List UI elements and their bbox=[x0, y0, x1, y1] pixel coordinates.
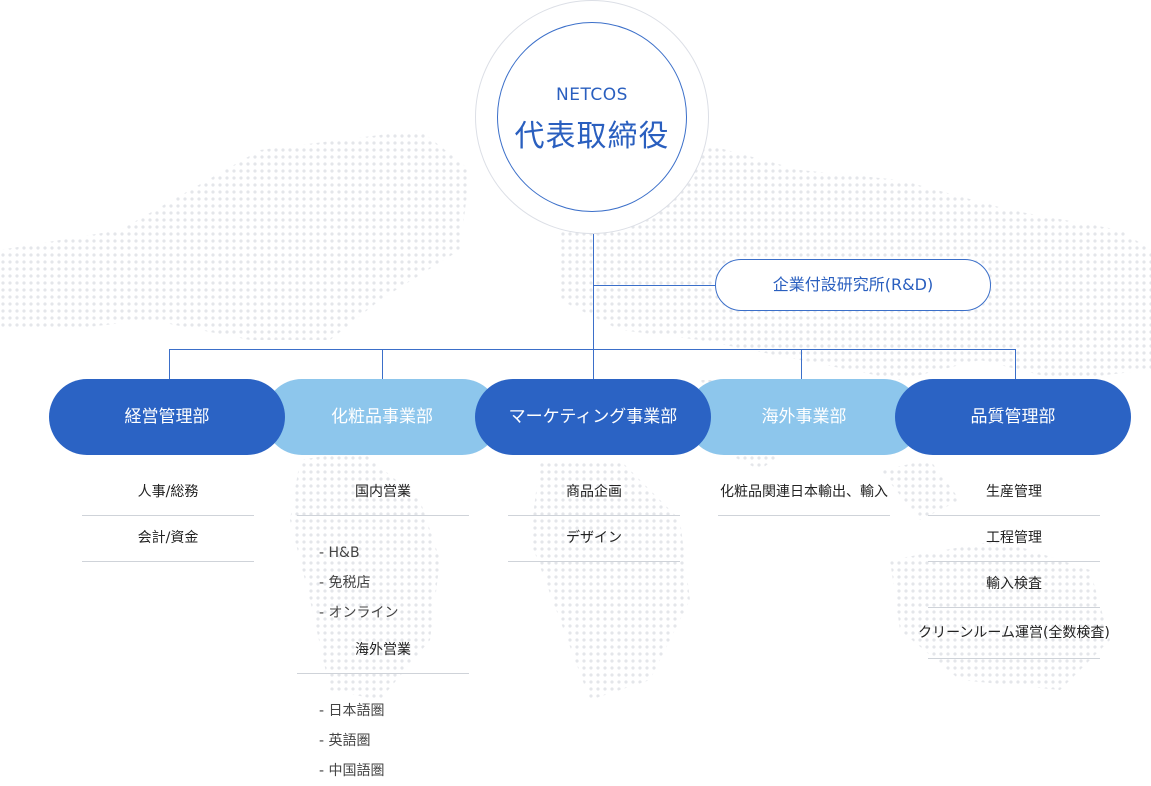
list-item: 生産管理 bbox=[928, 470, 1100, 516]
dept-cosmetics: 化粧品事業部 bbox=[264, 379, 500, 455]
rnd-node: 企業付設研究所(R&D) bbox=[715, 259, 991, 311]
col-management: 人事/総務 会計/資金 bbox=[82, 470, 254, 562]
list-item: 工程管理 bbox=[928, 516, 1100, 562]
list-item: 人事/総務 bbox=[82, 470, 254, 516]
col-overseas: 化粧品関連日本輸出、輸入 bbox=[718, 470, 890, 516]
dept-quality: 品質管理部 bbox=[895, 379, 1131, 455]
connector-dept-1 bbox=[169, 349, 170, 380]
sub-item: - 日本語圏 bbox=[319, 703, 385, 719]
sub-item: - 中国語圏 bbox=[319, 763, 385, 779]
sub-item: - オンライン bbox=[319, 605, 399, 621]
dept-overseas: 海外事業部 bbox=[686, 379, 922, 455]
list-item: クリーンルーム運営(全数検査) bbox=[918, 625, 1110, 641]
pill-overlap-shading bbox=[0, 379, 1151, 455]
connector-dept-4 bbox=[801, 349, 802, 380]
dept-management: 経営管理部 bbox=[49, 379, 285, 455]
list-item: 商品企画 bbox=[508, 470, 680, 516]
connector-dept-horizontal bbox=[169, 349, 1016, 350]
ceo-title: 代表取締役 bbox=[514, 119, 670, 154]
list-item: 化粧品関連日本輸出、輸入 bbox=[718, 470, 890, 516]
list-item: デザイン bbox=[508, 516, 680, 562]
list-item: 輸入検査 bbox=[928, 562, 1100, 608]
ceo-company-name: NETCOS bbox=[556, 85, 628, 105]
sub-item: - 英語圏 bbox=[319, 733, 371, 749]
ceo-node: NETCOS 代表取締役 bbox=[497, 22, 687, 212]
group-title: 国内営業 bbox=[297, 470, 469, 516]
connector-dept-2 bbox=[382, 349, 383, 380]
col-quality: 生産管理 工程管理 輸入検査 クリーンルーム運営(全数検査) bbox=[918, 470, 1110, 659]
sub-item: - 免税店 bbox=[319, 575, 371, 591]
divider bbox=[928, 658, 1100, 659]
col-marketing: 商品企画 デザイン bbox=[508, 470, 680, 562]
connector-rnd-horizontal bbox=[593, 285, 715, 286]
dept-marketing: マーケティング事業部 bbox=[475, 379, 711, 455]
col-cosmetics: 国内営業 - H&B - 免税店 - オンライン 海外営業 - 日本語圏 - 英… bbox=[297, 470, 469, 786]
list-item: 会計/資金 bbox=[82, 516, 254, 562]
sub-item: - H&B bbox=[319, 545, 360, 561]
group-title: 海外営業 bbox=[297, 628, 469, 674]
connector-dept-5 bbox=[1015, 349, 1016, 380]
connector-ceo-vertical bbox=[593, 234, 594, 380]
